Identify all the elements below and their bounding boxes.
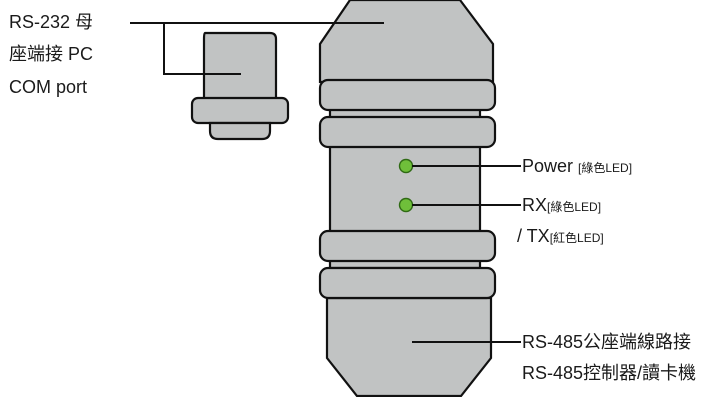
rx-tx-led	[398, 197, 414, 213]
tx-led-label: / TX[紅色LED]	[517, 227, 604, 246]
rs485-label-line1: RS-485公座端線路接	[522, 332, 692, 352]
tx-label-text: / TX	[517, 226, 550, 246]
top-section	[318, 0, 495, 84]
tx-label-note: [紅色LED]	[549, 231, 604, 245]
db9-flange	[190, 96, 290, 125]
power-label-note: [綠色LED]	[578, 161, 633, 175]
ring-1	[318, 78, 497, 112]
rx-led-label: RX[綠色LED]	[522, 196, 601, 215]
rs232-label-line3: COM port	[9, 77, 88, 97]
power-led-label: Power [綠色LED]	[522, 157, 632, 176]
bottom-section	[325, 296, 493, 398]
rs232-label-line1: RS-232 母	[9, 12, 94, 32]
converter-body	[318, 0, 497, 398]
ring-2	[318, 115, 497, 149]
power-label-text: Power	[522, 156, 579, 176]
rs485-label-line2: RS-485控制器/讀卡機	[522, 363, 697, 383]
rs232-leader-line	[130, 22, 384, 75]
db9-shell	[202, 31, 278, 102]
rx-label-note: [綠色LED]	[547, 200, 602, 214]
ring-4	[318, 266, 497, 300]
db9-base	[208, 121, 272, 141]
rs232-female-connector	[190, 31, 290, 141]
ring-3	[318, 229, 497, 263]
power-led	[398, 158, 414, 174]
rx-label-text: RX	[522, 195, 548, 215]
rs232-label-line2: 座端接 PC	[9, 44, 94, 64]
